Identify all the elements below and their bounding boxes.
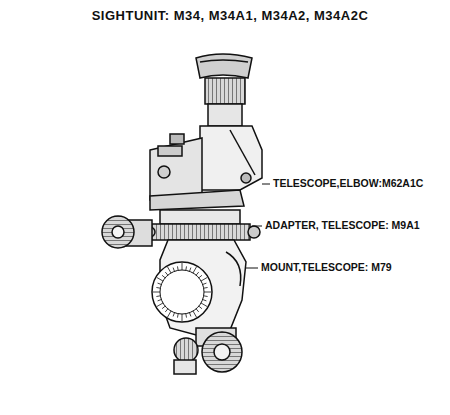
- part-label: ADAPTER, TELESCOPE: M9A1: [264, 219, 421, 231]
- micrometer-knob: [202, 332, 242, 372]
- dial-tick: [165, 272, 168, 275]
- dial-tick: [185, 266, 187, 270]
- dial-tick: [199, 275, 202, 278]
- sight-unit-drawing: [102, 54, 262, 374]
- dial-tick: [203, 300, 207, 301]
- dial-tick: [204, 287, 208, 289]
- dial-tick: [201, 278, 207, 282]
- eyepiece: [205, 78, 245, 104]
- dial-tick: [204, 292, 211, 293]
- dial-tick: [173, 268, 174, 272]
- eyecup: [196, 54, 252, 78]
- dial-tick: [193, 311, 197, 317]
- dial-tick: [177, 314, 179, 318]
- elevation-knob: [102, 216, 134, 248]
- dial-tick: [153, 292, 160, 293]
- leader-line: [262, 184, 270, 185]
- dial-tick: [165, 309, 168, 312]
- dial-tick: [190, 313, 191, 317]
- dial-tick: [168, 267, 172, 273]
- leader-line: [246, 268, 258, 269]
- dial-tick: [204, 295, 208, 297]
- dial-tick: [168, 311, 172, 317]
- dial-tick: [193, 267, 197, 273]
- dial-tick: [156, 287, 160, 289]
- leader-line: [252, 226, 262, 227]
- telescope-adapter: [160, 210, 240, 224]
- part-label: MOUNT,TELESCOPE: M79: [260, 261, 393, 273]
- part-label: TELESCOPE,ELBOW:M62A1C: [272, 177, 424, 189]
- dial-tick: [158, 300, 162, 301]
- dial-tick: [177, 266, 179, 270]
- dial-tick: [173, 313, 174, 317]
- dial-tick: [156, 295, 160, 297]
- dial-tick: [182, 263, 183, 270]
- dial-tick: [157, 303, 163, 307]
- dial-tick: [199, 306, 202, 309]
- title: SIGHTUNIT: M34, M34A1, M34A2, M34A2C: [92, 8, 369, 23]
- dial-tick: [157, 278, 163, 282]
- dial-tick: [158, 283, 162, 284]
- elbow-housing: [200, 126, 262, 190]
- dial-tick: [201, 303, 207, 307]
- telescope-body: [150, 138, 202, 200]
- azimuth-dial: [152, 262, 212, 322]
- dial-tick: [196, 272, 199, 275]
- dial-tick: [182, 314, 183, 321]
- dial-tick: [196, 309, 199, 312]
- dial-tick: [185, 314, 187, 318]
- dial-tick: [203, 283, 207, 284]
- dial-tick: [162, 275, 165, 278]
- dial-tick: [162, 306, 165, 309]
- dial-tick: [190, 268, 191, 272]
